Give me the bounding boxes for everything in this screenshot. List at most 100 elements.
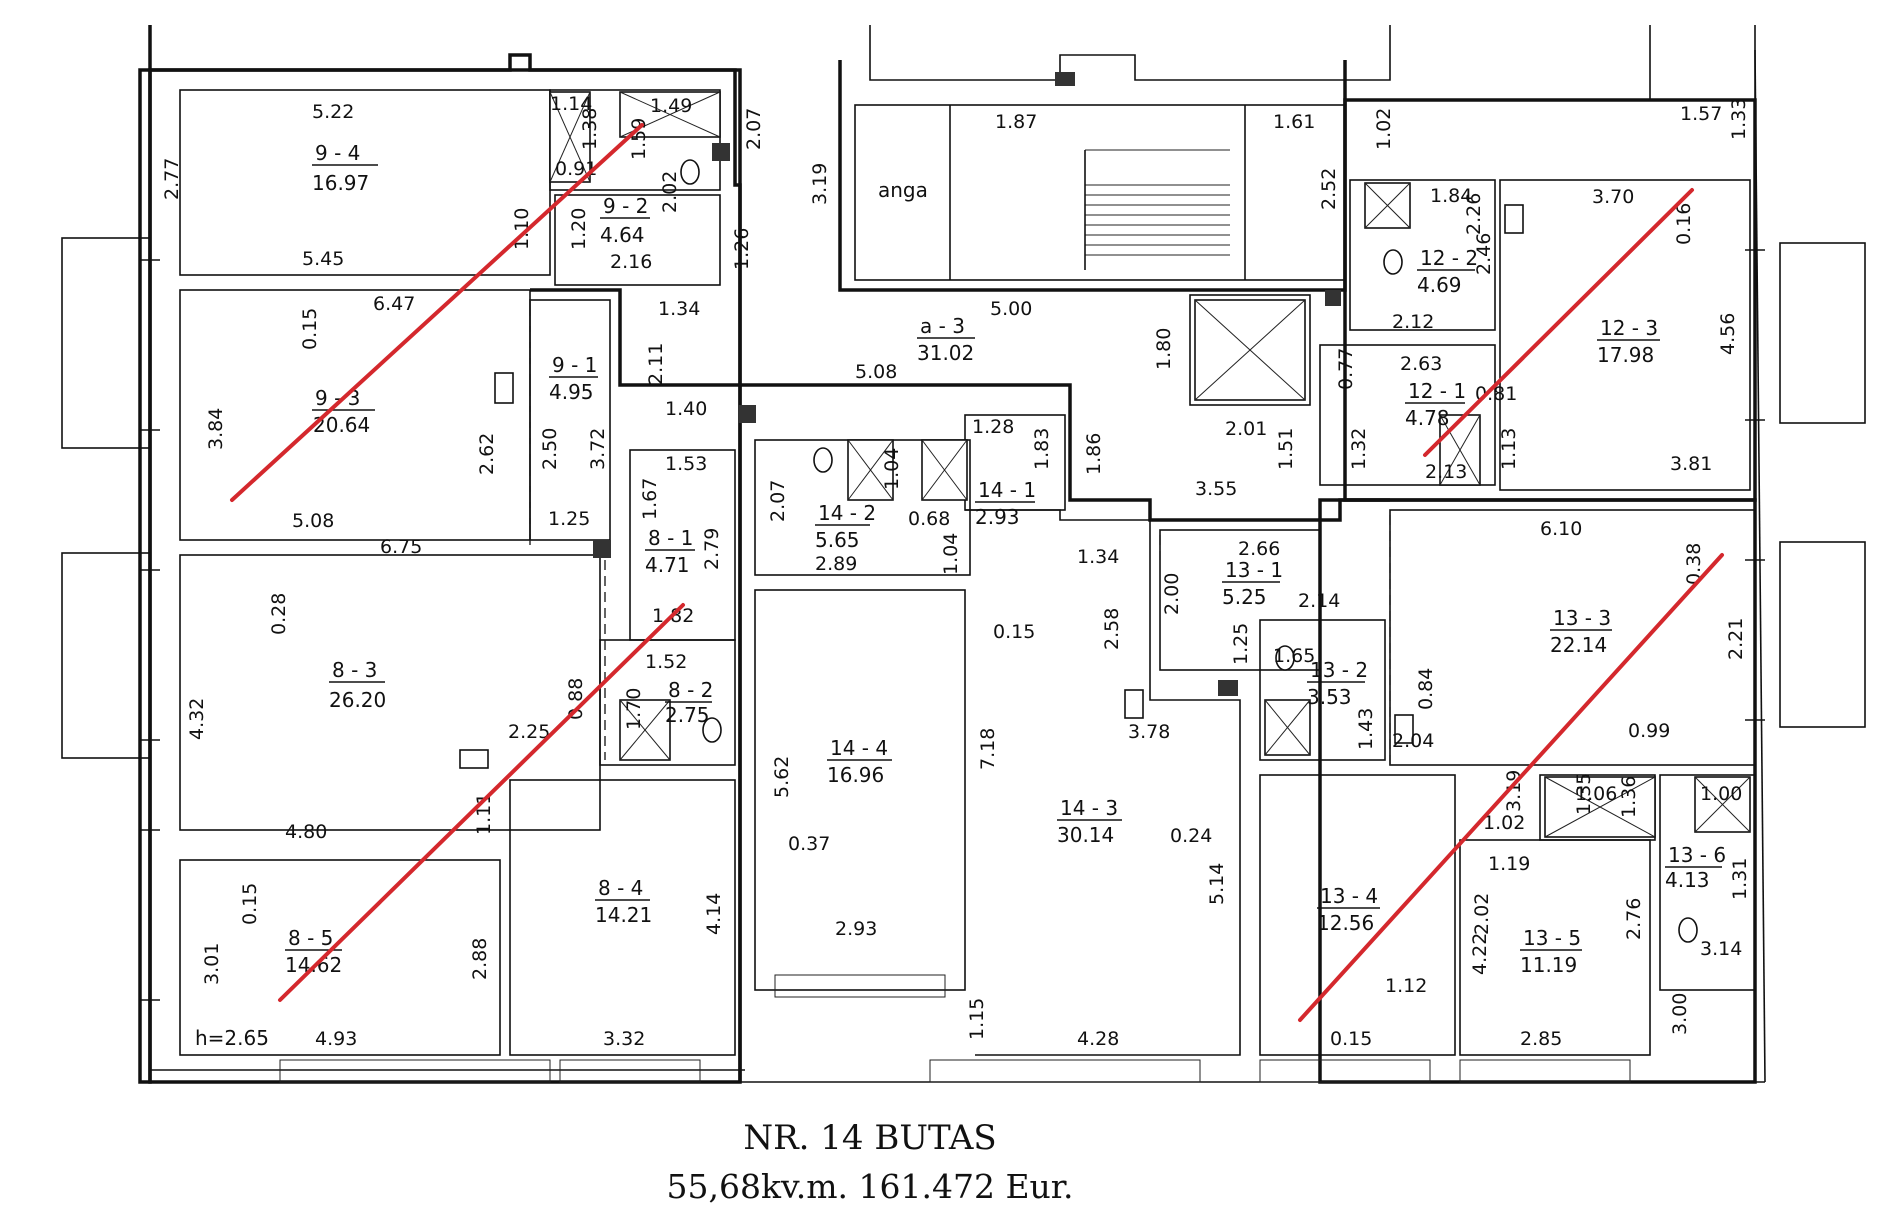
dim-label: 4.56 [1717, 313, 1739, 355]
dim-label: 4.28 [1077, 1028, 1119, 1050]
dim-label: 5.00 [990, 298, 1032, 320]
dim-label: 1.35 [1573, 773, 1595, 815]
balconies [61, 237, 1866, 759]
room-13-5: 13 - 5 11.19 [1520, 926, 1582, 977]
dim-label: 1.13 [1498, 428, 1520, 470]
strike-line-12 [1423, 188, 1694, 457]
dim-label: 1.67 [639, 478, 661, 520]
dim-label: 3.00 [1669, 993, 1691, 1035]
dim-label: 2.00 [1161, 573, 1183, 615]
dim-label: 2.88 [469, 938, 491, 980]
room-13-2: 13 - 2 3.53 [1307, 658, 1368, 709]
dim-label: 1.87 [995, 111, 1037, 133]
dim-label: 2.93 [835, 918, 877, 940]
dim-label: 2.13 [1425, 461, 1467, 483]
svg-text:9 - 4: 9 - 4 [315, 141, 360, 165]
dim-label: 0.38 [1683, 543, 1705, 585]
dim-label: 1.40 [665, 398, 707, 420]
dim-label: 3.19 [809, 163, 831, 205]
dim-label: 1.36 [1618, 776, 1640, 818]
dim-label: 1.38 [579, 108, 601, 150]
dim-label: 5.08 [855, 361, 897, 383]
svg-text:17.98: 17.98 [1597, 343, 1654, 367]
svg-text:12.56: 12.56 [1317, 911, 1374, 935]
dim-label: 1.25 [1230, 623, 1252, 665]
room-labels: 9 - 4 16.97 9 - 2 4.64 9 - 3 20.64 9 - 1… [195, 141, 1726, 1050]
dim-label: 0.15 [993, 621, 1035, 643]
room-14-2: 14 - 2 5.65 [815, 501, 876, 552]
strike-line-9 [230, 123, 644, 502]
dim-label: 1.70 [623, 688, 645, 730]
svg-text:8 - 2: 8 - 2 [668, 678, 713, 702]
dim-label: 1.19 [1488, 853, 1530, 875]
dim-label: 2.25 [508, 721, 550, 743]
room-9-3: 9 - 3 20.64 [312, 386, 375, 437]
dim-label: 2.58 [1101, 608, 1123, 650]
room-14-1: 14 - 1 2.93 [975, 478, 1036, 529]
dim-label: 0.84 [1415, 668, 1437, 710]
strike-line-8 [278, 603, 685, 1002]
dim-label: 1.53 [665, 453, 707, 475]
room-8-3: 8 - 3 26.20 [329, 658, 386, 712]
dim-label: 1.59 [628, 118, 650, 160]
dim-label: 1.86 [1083, 433, 1105, 475]
svg-text:26.20: 26.20 [329, 688, 386, 712]
dim-label: 4.93 [315, 1028, 357, 1050]
svg-text:13 - 2: 13 - 2 [1310, 658, 1368, 682]
dim-label: 2.85 [1520, 1028, 1562, 1050]
dim-label: 1.34 [658, 298, 700, 320]
svg-text:8 - 1: 8 - 1 [648, 526, 693, 550]
dim-label: 1.33 [1728, 98, 1750, 140]
ceiling-height-label: h=2.65 [195, 1026, 269, 1050]
staircase [1084, 149, 1230, 270]
fixtures [459, 91, 1751, 943]
dim-label: 0.24 [1170, 825, 1212, 847]
svg-text:4.71: 4.71 [645, 553, 690, 577]
room-9-1: 9 - 1 4.95 [549, 353, 598, 404]
dim-label: 3.32 [603, 1028, 645, 1050]
dim-label: 0.16 [1673, 203, 1695, 245]
dim-label: 7.18 [977, 728, 999, 770]
svg-text:30.14: 30.14 [1057, 823, 1114, 847]
room-8-5: 8 - 5 14.62 [285, 926, 342, 977]
dim-label: 1.83 [1031, 428, 1053, 470]
room-12-3: 12 - 3 17.98 [1597, 316, 1660, 367]
dim-label: 3.84 [205, 408, 227, 450]
dim-label: 2.46 [1473, 233, 1495, 275]
dim-label: 5.14 [1206, 863, 1228, 905]
dim-label: 0.77 [1335, 348, 1357, 390]
dim-label: 2.07 [743, 108, 765, 150]
dim-label: 1.04 [881, 448, 903, 490]
svg-text:3.53: 3.53 [1307, 685, 1352, 709]
dim-label: 1.32 [1348, 428, 1370, 470]
svg-text:2.93: 2.93 [975, 505, 1020, 529]
svg-text:14.21: 14.21 [595, 903, 652, 927]
svg-text:11.19: 11.19 [1520, 953, 1577, 977]
dim-label: 6.47 [373, 293, 415, 315]
dim-label: 2.79 [701, 528, 723, 570]
svg-text:16.97: 16.97 [312, 171, 369, 195]
svg-text:13 - 6: 13 - 6 [1668, 843, 1726, 867]
dim-label: 0.88 [565, 678, 587, 720]
dim-label: 4.14 [703, 893, 725, 935]
dim-label: 2.16 [610, 251, 652, 273]
strike-lines [230, 123, 1724, 1022]
dim-label: 2.89 [815, 553, 857, 575]
svg-text:4.13: 4.13 [1665, 868, 1710, 892]
room-13-4: 13 - 4 12.56 [1317, 884, 1380, 935]
svg-text:9 - 1: 9 - 1 [552, 353, 597, 377]
dim-label: 2.66 [1238, 538, 1280, 560]
dim-label: 2.62 [476, 433, 498, 475]
dim-label: 2.52 [1318, 168, 1340, 210]
svg-text:8 - 3: 8 - 3 [332, 658, 377, 682]
svg-text:13 - 4: 13 - 4 [1320, 884, 1378, 908]
dim-label: 1.31 [1729, 858, 1751, 900]
svg-text:13 - 5: 13 - 5 [1523, 926, 1581, 950]
dim-label: 1.51 [1275, 428, 1297, 470]
room-12-1: 12 - 1 4.78 [1405, 379, 1466, 430]
dim-label: 0.99 [1628, 720, 1670, 742]
dimension-labels: 5.22 1.14 1.49 2.07 2.77 1.38 0.91 1.59 … [161, 93, 1751, 1050]
dim-label: 0.15 [1330, 1028, 1372, 1050]
svg-text:12 - 2: 12 - 2 [1420, 246, 1478, 270]
